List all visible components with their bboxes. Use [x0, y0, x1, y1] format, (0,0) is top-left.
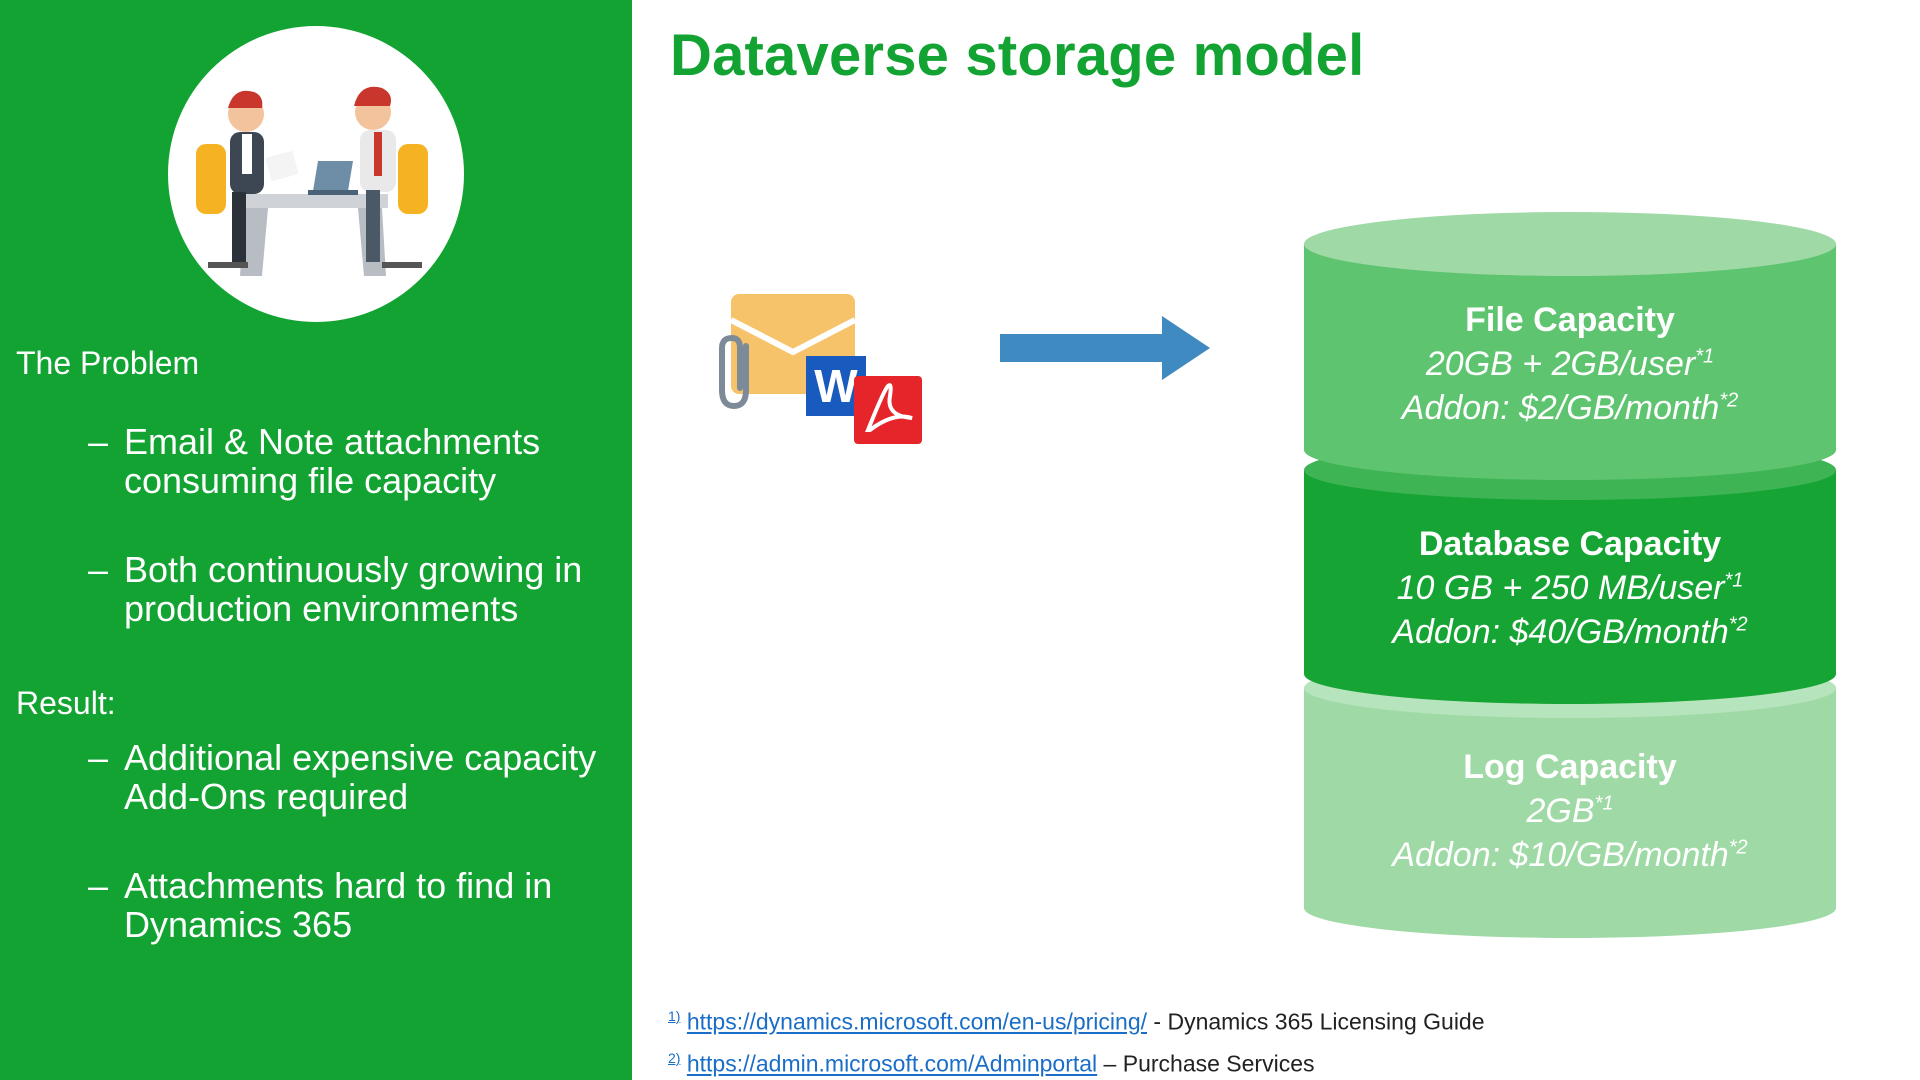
footnote-description: – Purchase Services	[1097, 1050, 1315, 1077]
log-capacity-addon-text: Addon: $10/GB/month	[1392, 836, 1729, 874]
log-capacity-base-text: 2GB	[1526, 792, 1595, 830]
log-capacity-label: Log Capacity 2GB*1 Addon: $10/GB/month*2	[1305, 745, 1835, 877]
bullet-text: Additional expensive capacity Add-Ons re…	[124, 737, 597, 817]
footnote-ref: *2	[1728, 613, 1748, 636]
file-capacity-base-text: 20GB + 2GB/user	[1425, 345, 1696, 383]
file-capacity-label: File Capacity 20GB + 2GB/user*1 Addon: $…	[1305, 298, 1835, 430]
footnote-ref: *1	[1594, 792, 1614, 815]
file-capacity-addon-text: Addon: $2/GB/month	[1401, 389, 1720, 427]
bullet-dash: –	[88, 421, 109, 462]
problem-heading: The Problem	[16, 346, 200, 376]
bullet-text: Both continuously growing in production …	[124, 549, 583, 629]
adminportal-link[interactable]: https://admin.microsoft.com/Adminportal	[686, 1050, 1098, 1077]
footnote-ref: *1	[1724, 569, 1744, 592]
footnote-1: 1) https://dynamics.microsoft.com/en-us/…	[668, 1008, 1485, 1036]
file-capacity-addon: Addon: $2/GB/month*2	[1305, 386, 1835, 430]
slide-title: Dataverse storage model	[670, 23, 1365, 88]
file-capacity-base: 20GB + 2GB/user*1	[1305, 342, 1835, 386]
svg-text:W: W	[814, 360, 858, 412]
footnote-mark: 2)	[668, 1050, 681, 1066]
pdf-icon	[854, 376, 922, 444]
footnote-ref: *1	[1695, 345, 1715, 368]
log-capacity-base: 2GB*1	[1305, 789, 1835, 833]
bullet-text: Email & Note attachments consuming file …	[124, 421, 541, 501]
attachment-icons: W	[716, 290, 936, 450]
bullet-text: Attachments hard to find in Dynamics 365	[124, 865, 553, 945]
log-capacity-addon: Addon: $10/GB/month*2	[1305, 833, 1835, 877]
people-discussion-illustration	[168, 26, 464, 322]
footnote-ref: *2	[1728, 836, 1748, 859]
log-capacity-title: Log Capacity	[1463, 748, 1677, 786]
database-capacity-label: Database Capacity 10 GB + 250 MB/user*1 …	[1305, 522, 1835, 654]
arrow-right-icon	[1000, 316, 1210, 380]
footnote-ref: *2	[1719, 389, 1739, 412]
file-capacity-title: File Capacity	[1465, 301, 1675, 339]
footnote-description: - Dynamics 365 Licensing Guide	[1147, 1008, 1485, 1035]
pricing-link[interactable]: https://dynamics.microsoft.com/en-us/pri…	[686, 1008, 1148, 1035]
file-capacity-layer	[1304, 212, 1836, 480]
footnote-mark: 1)	[668, 1008, 681, 1024]
database-capacity-base: 10 GB + 250 MB/user*1	[1305, 566, 1835, 610]
storage-cylinder	[1304, 212, 1836, 938]
database-capacity-addon-text: Addon: $40/GB/month	[1392, 613, 1729, 651]
footnote-2: 2) https://admin.microsoft.com/Adminport…	[668, 1050, 1315, 1078]
database-capacity-title: Database Capacity	[1418, 525, 1722, 563]
database-capacity-addon: Addon: $40/GB/month*2	[1305, 610, 1835, 654]
bullet-dash: –	[88, 549, 109, 590]
database-capacity-base-text: 10 GB + 250 MB/user	[1396, 569, 1725, 607]
bullet-dash: –	[88, 865, 109, 906]
left-panel: The Problem – Email & Note attachments c…	[0, 0, 632, 1080]
bullet-dash: –	[88, 737, 109, 778]
result-heading: Result:	[16, 685, 116, 721]
paperclip-icon	[719, 334, 749, 410]
